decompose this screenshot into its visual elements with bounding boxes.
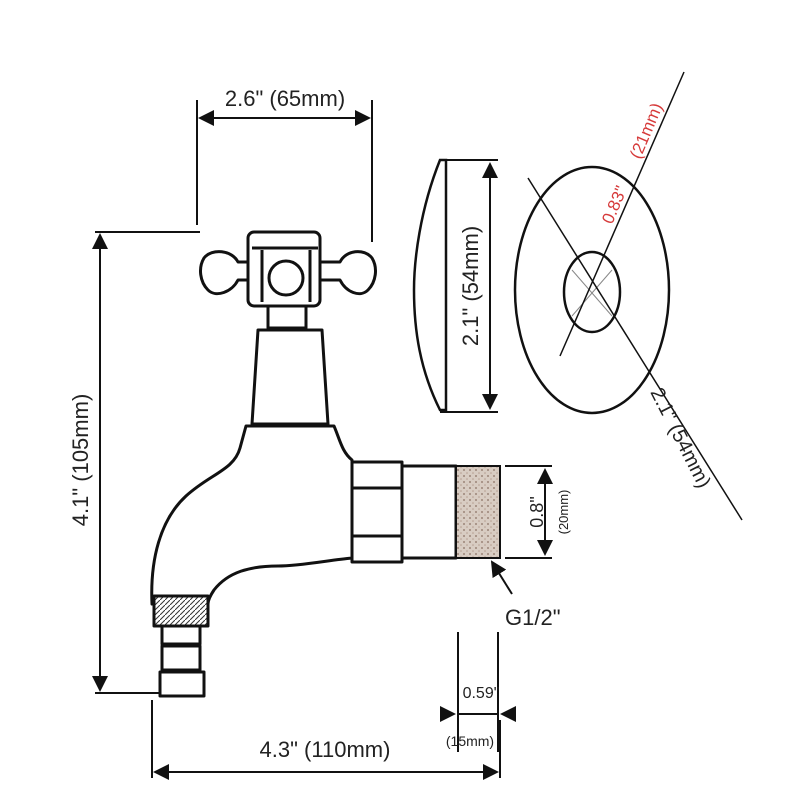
thread-od-in-label: 0.8" — [527, 496, 547, 527]
thread-od-mm-label: (20mm) — [556, 490, 571, 535]
length-label: 4.3" (110mm) — [260, 737, 391, 762]
flange-front-view — [513, 165, 671, 415]
thread-spec-leader — [490, 560, 513, 595]
hole-diameter-mm-label: (21mm) — [626, 100, 666, 161]
flange-diameter-label: 2.1" (54mm) — [646, 384, 715, 491]
handle-right-arm — [318, 250, 377, 296]
faucet-body — [150, 230, 458, 698]
height-dimension — [92, 231, 200, 694]
handle-cap — [267, 259, 305, 297]
hex-nut — [350, 460, 404, 564]
bonnet — [250, 328, 330, 426]
flange-side-view — [412, 158, 448, 412]
handle-width-label: 2.6" (65mm) — [225, 86, 345, 111]
flange-height-dimension — [440, 159, 498, 413]
thread-length-mm-label: (15mm) — [446, 733, 494, 749]
hose-tip-knurl — [152, 594, 210, 628]
thread-length-dimension — [440, 632, 516, 752]
thread-spec-label: G1/2" — [505, 605, 561, 630]
length-dimension — [151, 700, 501, 780]
threaded-connector — [455, 465, 501, 559]
thread-length-in-label: 0.59" — [463, 685, 500, 702]
spout-body — [150, 424, 354, 606]
thread-od-dimension — [505, 465, 553, 559]
flange-diameter-dimension — [527, 177, 743, 521]
hole-diameter-dimension — [559, 71, 685, 357]
handle-width-dimension — [196, 100, 373, 242]
flange-center-crosshair — [571, 269, 613, 317]
height-label: 4.1" (105mm) — [68, 394, 93, 527]
flange-height-label: 2.1" (54mm) — [458, 226, 483, 346]
